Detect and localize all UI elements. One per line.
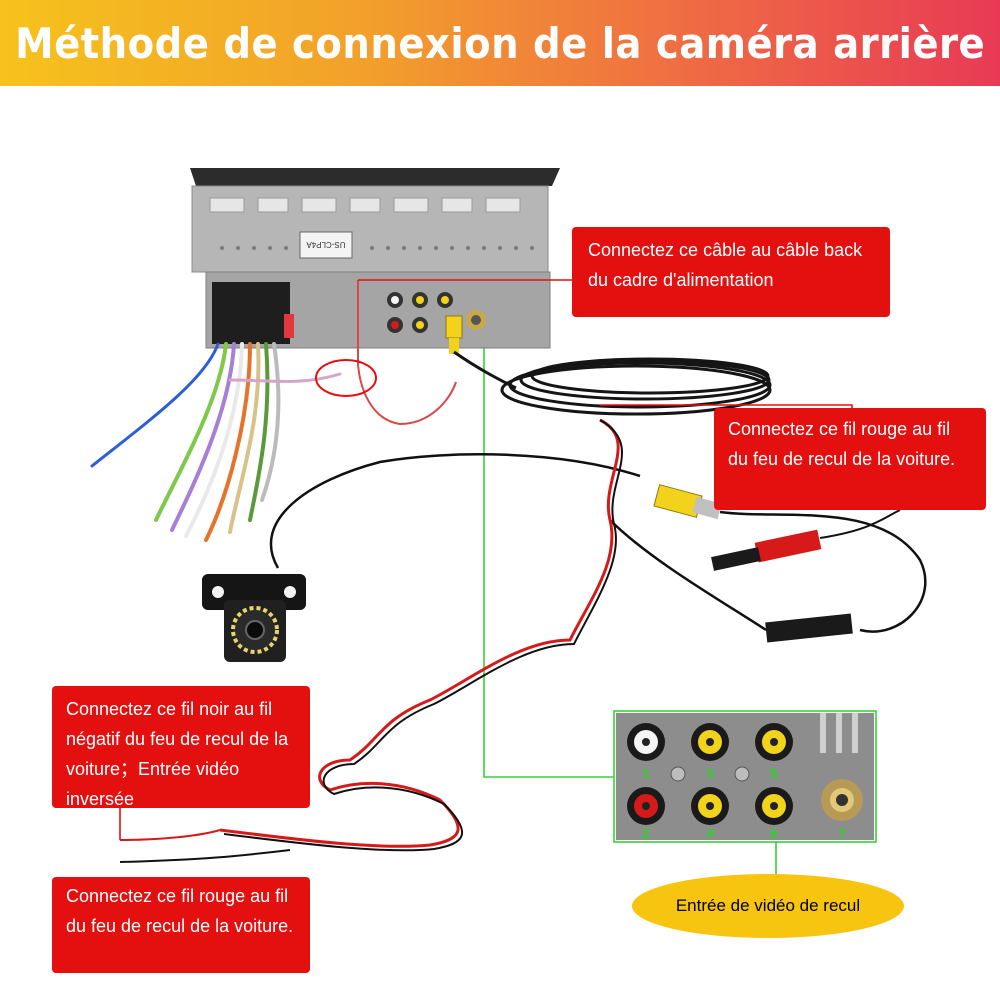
port-number-7: 7 (838, 825, 846, 841)
unit-label: US-CLP4A (306, 240, 346, 249)
iso-connector (212, 282, 290, 344)
callout-red-wire-bottom-text: Connectez ce fil rouge au fil du feu de … (66, 886, 294, 936)
callout-red-wire-bottom: Connectez ce fil rouge au fil du feu de … (52, 877, 310, 973)
red-power-connector (711, 529, 822, 571)
car-stereo-unit: US-CLP4A (190, 168, 560, 354)
inline-connector-box (765, 613, 853, 643)
camera-cable (269, 453, 641, 569)
rca-port-panel: 1 2 3 4 5 6 7 (616, 713, 874, 841)
callout-black-wire-text: Connectez ce fil noir au fil négatif du … (66, 699, 289, 809)
reverse-video-input-text: Entrée de vidéo de recul (675, 896, 861, 915)
highlight-circle (315, 359, 377, 397)
callout-power-cable-text: Connectez ce câble au câble back du cadr… (588, 240, 863, 290)
callout-power-cable: Connectez ce câble au câble back du cadr… (572, 227, 890, 317)
port-number-2: 2 (642, 825, 650, 841)
callout-black-wire: Connectez ce fil noir au fil négatif du … (52, 686, 310, 809)
port-number-1: 1 (642, 765, 650, 781)
reverse-camera (202, 574, 306, 662)
reverse-video-input-label: Entrée de vidéo de recul (632, 874, 904, 938)
extension-cable-coil (500, 357, 772, 416)
callout-red-wire-top: Connectez ce fil rouge au fil du feu de … (714, 408, 986, 510)
port-number-5: 5 (770, 765, 778, 781)
title-banner: Méthode de connexion de la caméra arrièr… (0, 0, 1000, 86)
red-wire (219, 418, 620, 848)
callout-red-wire-top-text: Connectez ce fil rouge au fil du feu de … (728, 419, 956, 469)
trigger-wire (357, 280, 457, 426)
page-title: Méthode de connexion de la caméra arrièr… (14, 18, 986, 68)
yellow-connector (653, 484, 722, 520)
harness-wires (90, 342, 342, 542)
yellow-rca-plug (445, 315, 463, 339)
port-number-3: 3 (706, 765, 714, 781)
unit-label-sticker (299, 231, 353, 259)
port-number-4: 4 (706, 825, 714, 841)
unit-rca-ports (387, 292, 486, 333)
port-number-6: 6 (770, 825, 778, 841)
